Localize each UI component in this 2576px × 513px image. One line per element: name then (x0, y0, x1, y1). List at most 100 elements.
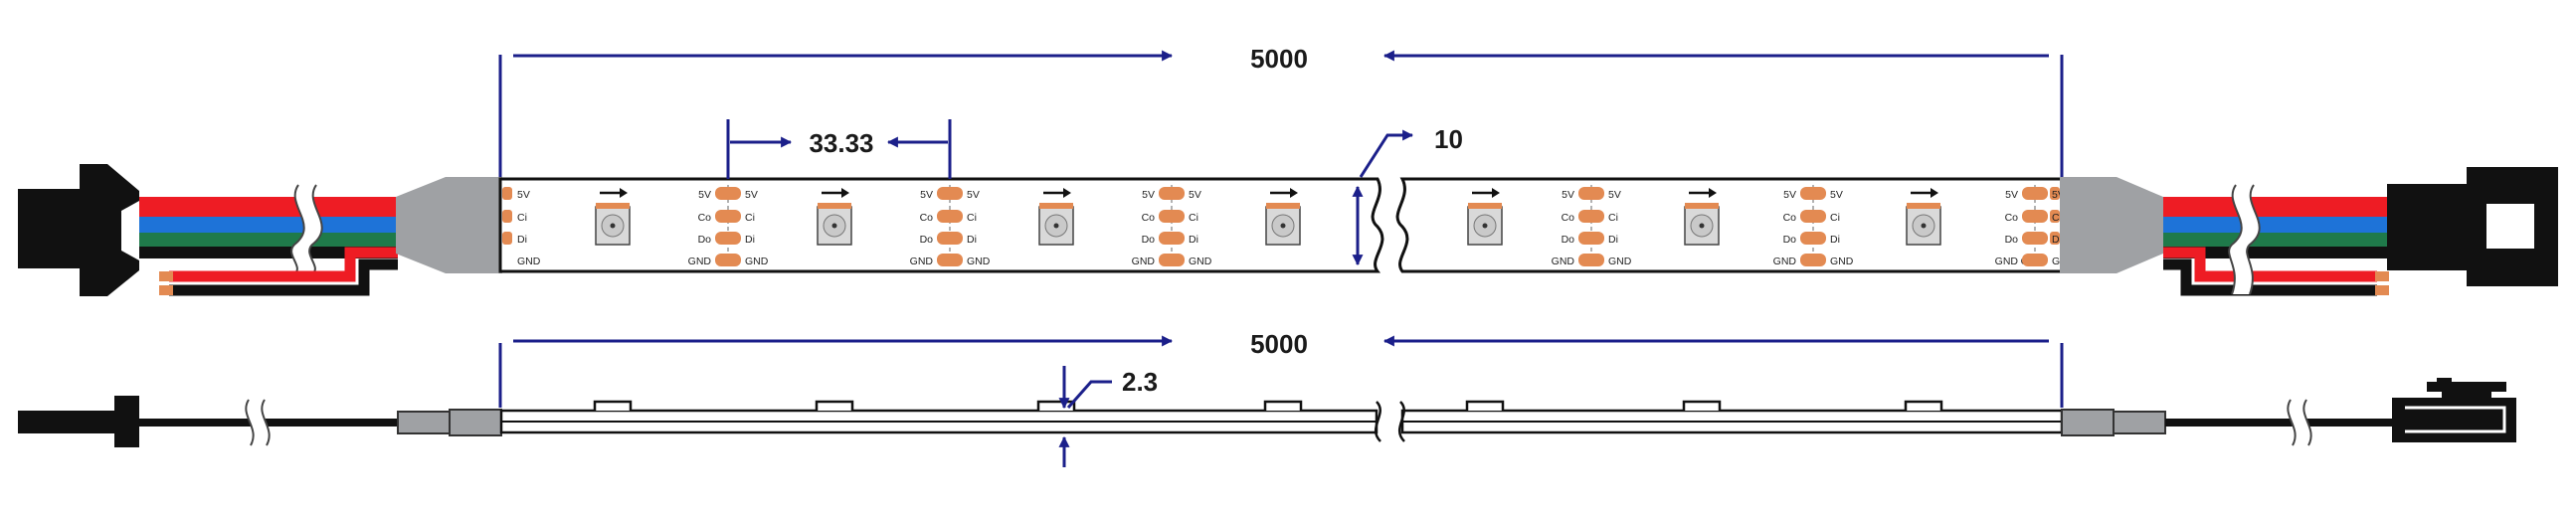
cut-pad-label-out: Co (1783, 212, 1797, 224)
cut-pad (937, 232, 963, 245)
led-die (1921, 223, 1927, 229)
left-end-pad-label: 5V (517, 189, 530, 201)
left-end-pad-label: Di (517, 234, 527, 246)
led-die (1280, 223, 1286, 229)
cut-pad-label-in: GND (745, 256, 769, 267)
right-end-pad (2050, 232, 2060, 245)
cut-pad (937, 187, 963, 200)
dimension-strip-width: 10 (1352, 124, 1463, 266)
arrow-right-head (841, 188, 849, 198)
cut-pad-label-in: 5V (745, 189, 758, 201)
cut-pad-label-in: GND (1189, 256, 1212, 267)
left-connector-assembly (18, 164, 502, 296)
cut-pad-label-in: Di (1830, 234, 1840, 246)
side-left-sleeve (397, 411, 451, 434)
left-wire-tip-red (159, 271, 173, 281)
cut-pad-label-in: Ci (2052, 212, 2062, 224)
cut-pad-label-in: 5V (967, 189, 980, 201)
led-die (610, 223, 616, 229)
side-led-bump (1682, 400, 1722, 411)
cut-pad-label-in: GND (967, 256, 991, 267)
led-chip-pad (1266, 203, 1300, 209)
side-leds (593, 400, 1943, 411)
led-chip-pad (818, 203, 851, 209)
left-wire-blue (139, 217, 398, 233)
right-power-wire-black (2163, 258, 2377, 296)
right-wire-tip-red (2375, 271, 2389, 281)
cut-pad (1159, 187, 1185, 200)
cut-pad-label-out: GND (1552, 256, 1575, 267)
cut-pad-label-in: Ci (967, 212, 977, 224)
right-power-wire-red (2163, 247, 2377, 282)
left-wire-green (139, 233, 398, 247)
cut-pad-label-out: Do (1783, 234, 1797, 246)
arrow-right-head (1709, 188, 1717, 198)
right-connector-assembly (2060, 167, 2558, 296)
cut-pad-label-in: GND (1608, 256, 1632, 267)
side-left-plug (18, 396, 139, 447)
total-length-side-label: 5000 (1250, 329, 1308, 359)
cut-pad-label-out: 5V (920, 189, 933, 201)
left-male-connector (18, 164, 139, 296)
side-strip-profile (499, 400, 2064, 442)
cut-pad-label-in: Ci (1608, 212, 1618, 224)
left-end-pad (502, 232, 512, 245)
cut-pad (2022, 232, 2048, 245)
cut-pad (1159, 210, 1185, 223)
cut-pad (1800, 187, 1826, 200)
cut-pad-label-out: Co (1142, 212, 1156, 224)
cut-pad-label-in: Ci (745, 212, 755, 224)
cut-pad-label-out: 5V (1142, 189, 1155, 201)
cut-pad (2022, 254, 2048, 266)
arrow-right-head (620, 188, 628, 198)
side-view: 5000 2.3 (18, 329, 2516, 467)
left-wire-red (139, 197, 398, 217)
cut-pad (1800, 232, 1826, 245)
left-wire-tip-black (159, 285, 173, 295)
led-chip-pad (1907, 203, 1940, 209)
cut-pad-label-in: Di (967, 234, 977, 246)
arrow-right-head (1931, 188, 1938, 198)
cut-pad-label-in: Di (1608, 234, 1618, 246)
led-chip-pad (596, 203, 630, 209)
right-wire-black (2163, 247, 2387, 258)
cut-pad (1800, 254, 1826, 266)
cut-pad (2022, 187, 2048, 200)
cut-pad-label-in: 5V (1830, 189, 1843, 201)
led-die (1482, 223, 1488, 229)
cut-pad-label-out: Co (1562, 212, 1575, 224)
cut-pad-label-out: 5V (2005, 189, 2018, 201)
left-sleeve (396, 177, 502, 273)
cut-pad-label-in: Di (1189, 234, 1198, 246)
cut-pad-label-out: GND (688, 256, 712, 267)
cut-pad (715, 210, 741, 223)
side-left-sleeve-cap (449, 409, 502, 436)
dimension-total-length-top: 5000 (498, 44, 2064, 177)
cut-pad-label-out: Do (1142, 234, 1156, 246)
left-wire-black (139, 247, 398, 258)
led-die (1053, 223, 1059, 229)
cut-pad (1578, 232, 1604, 245)
cut-pad (937, 210, 963, 223)
dimension-total-length-side: 5000 (498, 329, 2064, 408)
arrow-right-head (1492, 188, 1500, 198)
side-right-socket (2392, 378, 2516, 442)
cut-pad (715, 254, 741, 266)
right-sleeve (2060, 177, 2163, 273)
led-chip-pad (1468, 203, 1502, 209)
side-left-cable (139, 419, 398, 427)
cut-pad-label-out: Do (698, 234, 712, 246)
thickness-label: 2.3 (1122, 367, 1158, 397)
dimension-thickness: 2.3 (1058, 366, 1158, 467)
cut-pad-label-in: 5V (1189, 189, 1201, 201)
side-led-bump (1263, 400, 1303, 411)
side-break-mark-icon (1374, 401, 1405, 442)
cut-pad-label-out: GND (1132, 256, 1156, 267)
cut-pad (1578, 210, 1604, 223)
right-wire-tip-black (2375, 285, 2389, 295)
dimension-led-pitch: 33.33 (726, 119, 952, 179)
cut-pad-label-in: Di (2052, 234, 2062, 246)
cut-pad (937, 254, 963, 266)
side-right-break-mark-icon (2288, 400, 2311, 445)
